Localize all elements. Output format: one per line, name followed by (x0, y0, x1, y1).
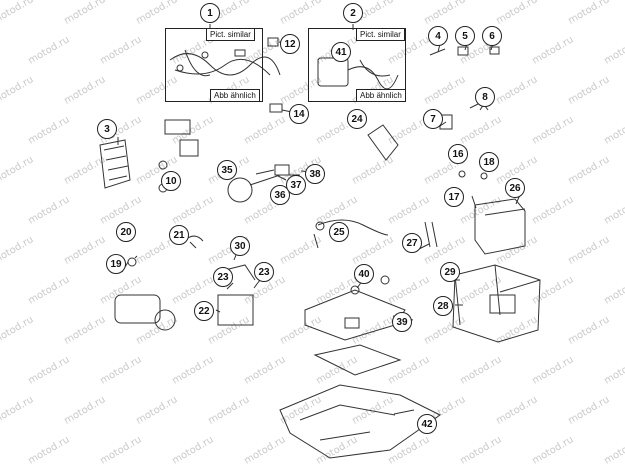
box1-label-top: Pict. similar (206, 28, 255, 41)
callout-36[interactable]: 36 (270, 185, 290, 205)
callout-28[interactable]: 28 (433, 296, 453, 316)
ecu-bracket-part (304, 275, 406, 341)
callout-38[interactable]: 38 (305, 164, 325, 184)
callout-20[interactable]: 20 (116, 222, 136, 242)
callout-4[interactable]: 4 (428, 26, 448, 46)
callout-10[interactable]: 10 (161, 171, 181, 191)
callout-6[interactable]: 6 (482, 26, 502, 46)
connector-part (267, 37, 279, 47)
callout-12[interactable]: 12 (280, 34, 300, 54)
regulator-part (99, 139, 131, 189)
callout-37[interactable]: 37 (286, 175, 306, 195)
callout-35[interactable]: 35 (217, 160, 237, 180)
box1-label-bottom: Abb ähnlich (210, 89, 260, 102)
callout-42[interactable]: 42 (417, 414, 437, 434)
callout-39[interactable]: 39 (392, 312, 412, 332)
callout-14[interactable]: 14 (289, 104, 309, 124)
callout-29[interactable]: 29 (440, 262, 460, 282)
callout-23-b[interactable]: 23 (254, 262, 274, 282)
battery-part (474, 198, 526, 255)
callout-8[interactable]: 8 (475, 87, 495, 107)
battery-box-part (452, 264, 541, 343)
callout-24[interactable]: 24 (347, 109, 367, 129)
callout-16[interactable]: 16 (448, 144, 468, 164)
callout-27[interactable]: 27 (402, 233, 422, 253)
callout-25[interactable]: 25 (329, 222, 349, 242)
starter-motor-part (114, 264, 256, 331)
callout-41[interactable]: 41 (331, 42, 351, 62)
callout-19[interactable]: 19 (106, 254, 126, 274)
callout-23-a[interactable]: 23 (213, 267, 233, 287)
callout-26[interactable]: 26 (505, 178, 525, 198)
callout-7[interactable]: 7 (423, 109, 443, 129)
callout-21[interactable]: 21 (169, 225, 189, 245)
callout-30[interactable]: 30 (230, 236, 250, 256)
callout-5[interactable]: 5 (455, 26, 475, 46)
box2-label-top: Pict. similar (356, 28, 405, 41)
wiring-harness-part (169, 49, 281, 77)
callout-1[interactable]: 1 (200, 3, 220, 23)
callout-22[interactable]: 22 (194, 301, 214, 321)
callout-3[interactable]: 3 (97, 119, 117, 139)
callout-2[interactable]: 2 (343, 3, 363, 23)
box2-label-bottom: Abb ähnlich (356, 89, 406, 102)
callout-18[interactable]: 18 (479, 152, 499, 172)
tray-part (279, 384, 441, 459)
callout-40[interactable]: 40 (354, 264, 374, 284)
callout-17[interactable]: 17 (444, 187, 464, 207)
